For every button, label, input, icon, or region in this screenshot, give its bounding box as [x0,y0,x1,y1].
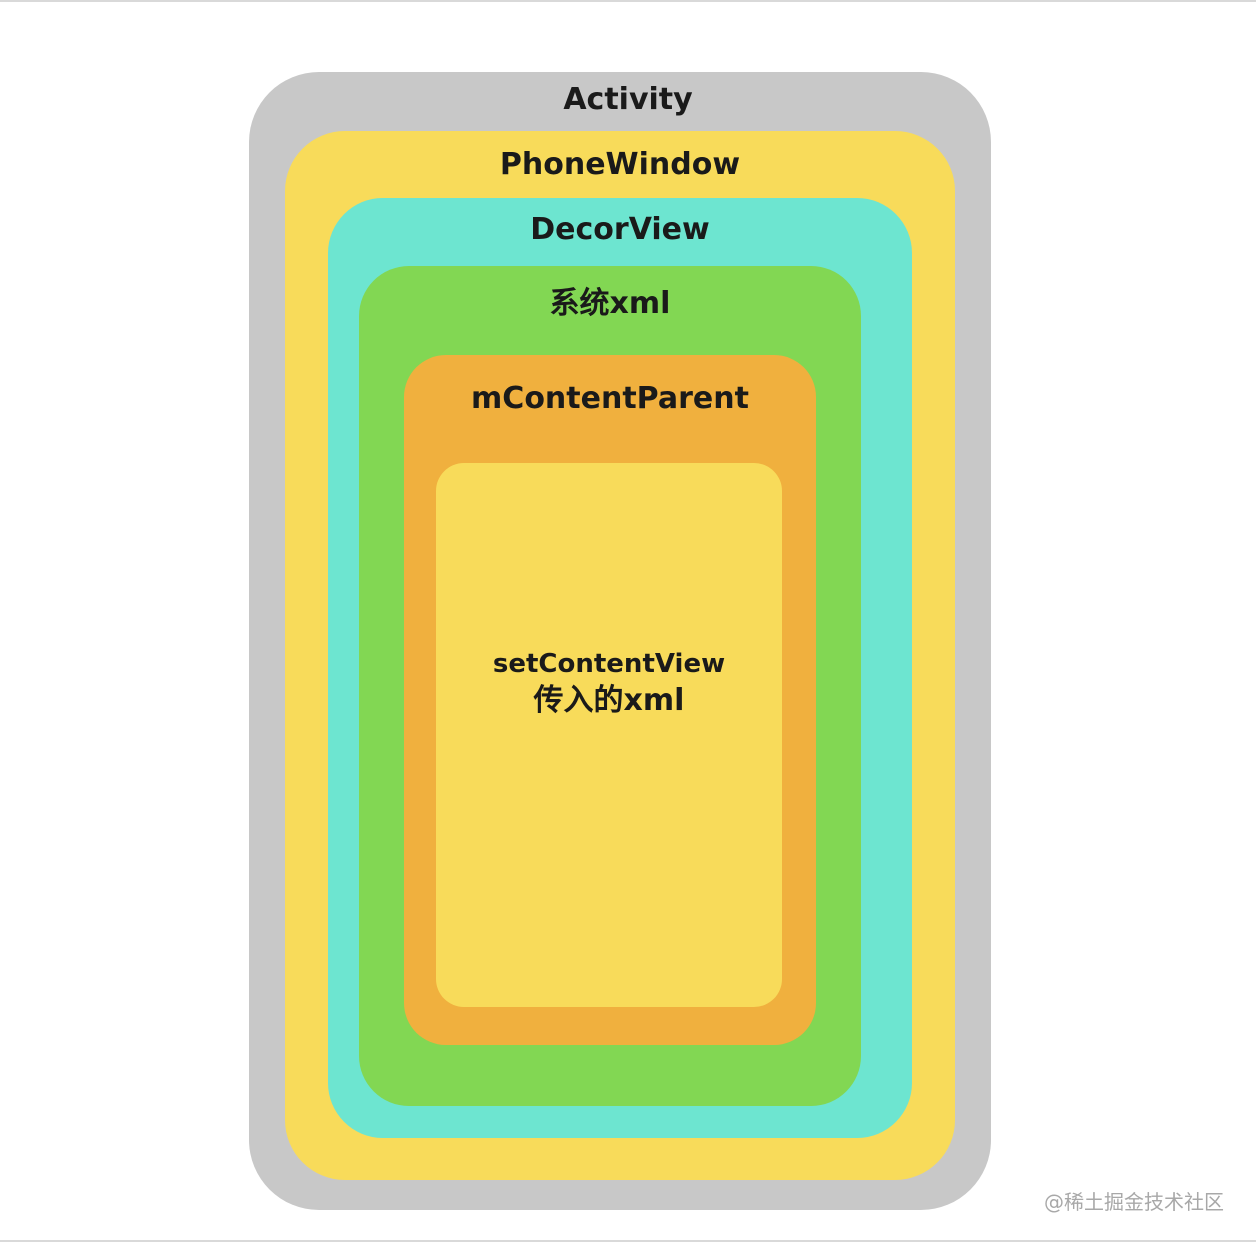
activity-label: Activity [563,82,693,117]
watermark: @稀土掘金技术社区 [1044,1190,1224,1214]
bottom-border [0,1240,1256,1242]
decorview-label: DecorView [530,212,710,247]
top-border [0,0,1256,2]
setcontentview-label: setContentView 传入的xml [436,647,782,721]
phonewindow-label: PhoneWindow [499,147,741,182]
setcontentview-label-line1: setContentView [492,649,726,679]
mcontentparent-label: mContentParent [471,381,749,416]
system-xml-label: 系统xml [549,286,671,321]
setcontentview-layer: setContentView 传入的xml [436,463,782,1007]
setcontentview-label-line2: 传入的xml [533,683,685,718]
